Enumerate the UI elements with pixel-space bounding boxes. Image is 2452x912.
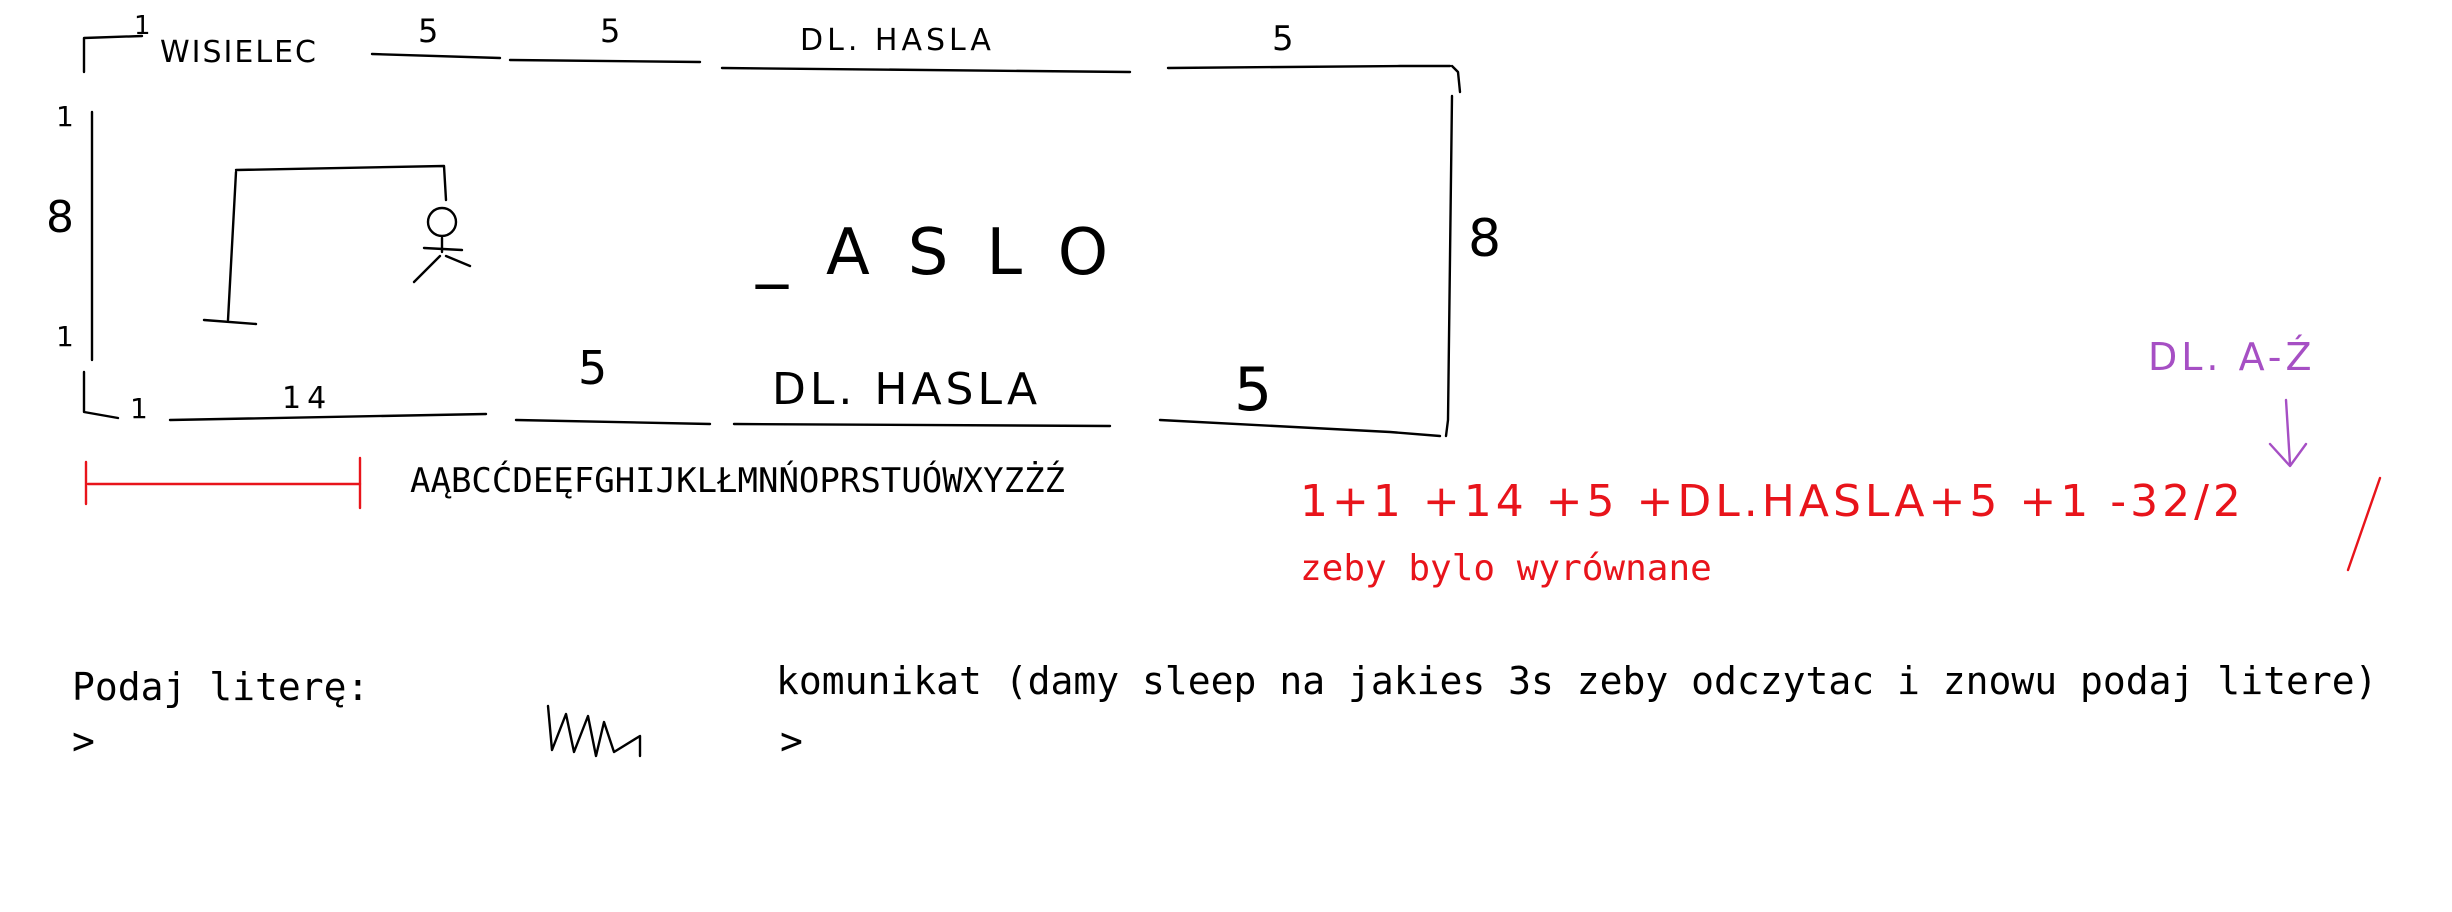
left-height-label: 8 <box>46 192 74 243</box>
letter-prompt-cursor[interactable]: > <box>72 719 95 763</box>
top-segment-label-1: 5 <box>418 12 438 50</box>
annotation-arrow <box>2268 398 2308 468</box>
frame-left-border <box>82 110 120 420</box>
left-top-label: 1 <box>56 100 74 133</box>
centering-note: zeby bylo wyrównane <box>1300 548 1712 589</box>
hangman-head <box>426 206 458 238</box>
top-middle-label: DL. HASLA <box>800 23 995 58</box>
bottom-segment-label: 5 <box>578 341 607 395</box>
bottom-middle-label: DL. HASLA <box>772 364 1041 415</box>
gallows-drawing <box>202 164 472 326</box>
alphabet-width-bracket <box>84 456 362 510</box>
message-cursor[interactable]: > <box>780 719 803 763</box>
scribble-mark <box>546 704 642 758</box>
bottom-alphabet-width-label: 14 <box>282 381 332 416</box>
alphabet-row: AĄBCĆDEĘFGHIJKLŁMNŃOPRSTUÓWXYZŻŹ <box>410 460 1065 501</box>
alphabet-length-annotation: DL. A-Ź <box>2148 335 2316 379</box>
top-segment-label-2: 5 <box>600 12 620 50</box>
message-label: komunikat (damy sleep na jakies 3s zeby … <box>776 659 2377 703</box>
frame-right-border <box>1444 94 1454 438</box>
bottom-corner-label: 1 <box>130 392 148 425</box>
centering-formula: 1+1 +14 +5 +DL.HASLA+5 +1 -32/2 <box>1300 476 2245 527</box>
letter-prompt-label: Podaj literę: <box>72 665 369 709</box>
hidden-word: _ASLO <box>755 216 1146 290</box>
frame-top-border <box>82 34 1462 94</box>
frame-bottom-border <box>168 412 1442 438</box>
right-height-label: 8 <box>1468 209 1501 269</box>
top-corner-label: 1 <box>134 11 151 41</box>
division-slash <box>2346 476 2382 572</box>
bottom-right-label: 5 <box>1234 355 1272 425</box>
left-bottom-label: 1 <box>56 320 74 353</box>
top-right-label: 5 <box>1272 19 1294 59</box>
title-label: WISIELEC <box>160 35 318 70</box>
